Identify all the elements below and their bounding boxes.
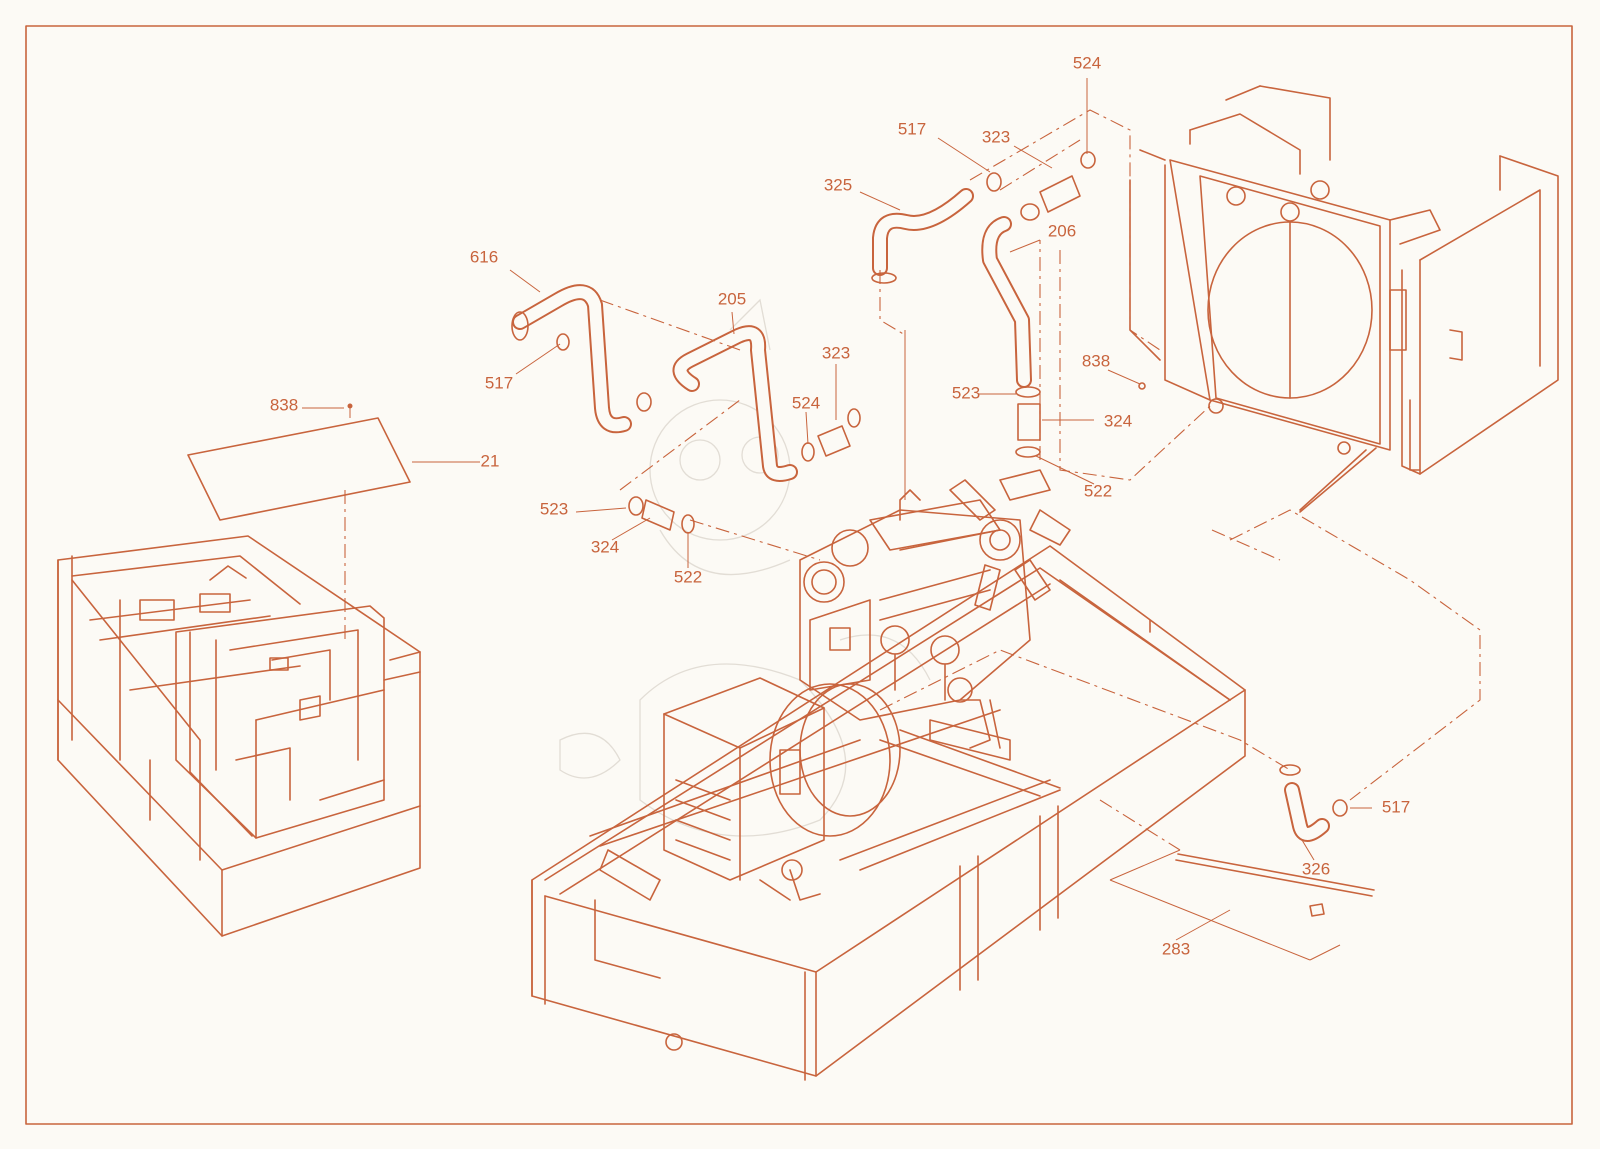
callout-206: 206 [1048, 221, 1076, 240]
callout-523-right: 523 [952, 383, 980, 402]
alternator [663, 677, 901, 901]
base-frame [531, 545, 1246, 1081]
callout-517-top: 517 [898, 119, 926, 138]
line-art [57, 78, 1559, 1081]
callout-522-left: 522 [674, 567, 702, 586]
callout-labels: 524 517 323 325 206 616 205 517 323 524 … [270, 53, 1410, 958]
callout-325: 325 [824, 175, 852, 194]
callout-326: 326 [1302, 859, 1330, 878]
callout-523-left: 523 [540, 499, 568, 518]
radiator [1129, 85, 1559, 511]
callout-323-mid: 323 [822, 343, 850, 362]
callout-522-right: 522 [1084, 481, 1112, 500]
callout-517-left: 517 [485, 373, 513, 392]
callout-21: 21 [481, 451, 500, 470]
callout-838-left: 838 [270, 395, 298, 414]
callout-324-right: 324 [1104, 411, 1132, 430]
roof-panel [187, 403, 411, 640]
callout-205: 205 [718, 289, 746, 308]
leader-lines [302, 78, 1372, 941]
engine [799, 330, 1071, 761]
drawing-border [25, 25, 1573, 1125]
callout-283: 283 [1162, 939, 1190, 958]
callout-524-mid: 524 [792, 393, 820, 412]
callout-323-top: 323 [982, 127, 1010, 146]
callout-517-bottom: 517 [1382, 797, 1410, 816]
assembly-lines [599, 109, 1481, 961]
watermark-mascot [559, 298, 931, 837]
canopy-enclosure [57, 535, 421, 937]
hoses [511, 151, 1377, 917]
callout-616: 616 [470, 247, 498, 266]
callout-524-top: 524 [1073, 53, 1101, 72]
callout-838-right: 838 [1082, 351, 1110, 370]
callout-324-left: 324 [591, 537, 619, 556]
